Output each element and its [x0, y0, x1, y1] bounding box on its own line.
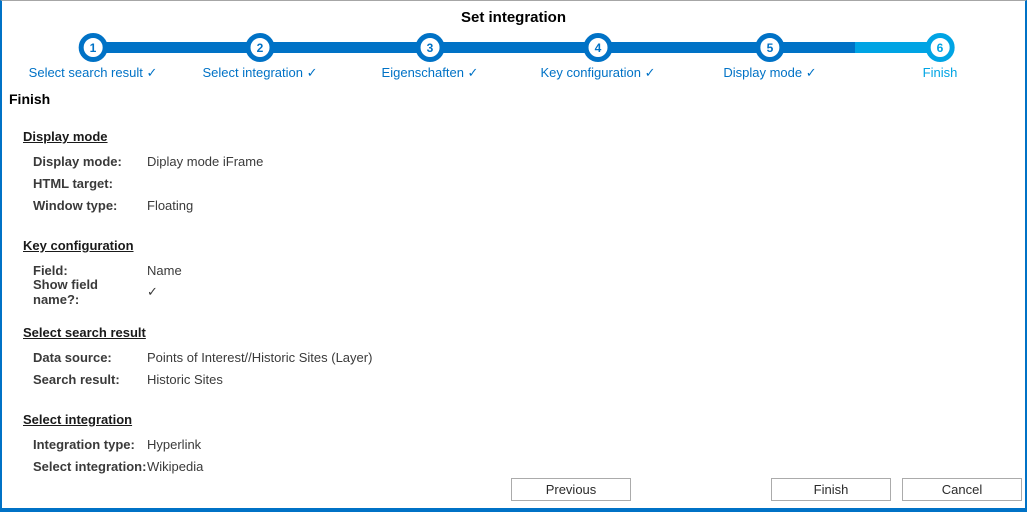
summary-row: Window type: Floating	[33, 194, 1025, 216]
summary-row: Display mode: Diplay mode iFrame	[33, 150, 1025, 172]
step-circle-1[interactable]: 1	[78, 33, 108, 62]
summary-row: Data source: Points of Interest//Historic…	[33, 346, 1025, 368]
step-circle-4[interactable]: 4	[583, 33, 613, 62]
finish-button[interactable]: Finish	[771, 478, 891, 501]
row-label: Field:	[33, 262, 68, 278]
cancel-button[interactable]: Cancel	[902, 478, 1022, 501]
section-title: Display mode	[23, 129, 108, 144]
summary-row: HTML target:	[33, 172, 1025, 194]
stepper-track-completed	[93, 42, 855, 53]
row-value: Name	[147, 262, 182, 278]
summary-row: Show field name?: ✓	[33, 277, 1025, 307]
step-label-1: Select search result ✓	[28, 65, 158, 80]
step-label-4: Key configuration ✓	[540, 65, 656, 80]
stepper-track-remaining	[855, 42, 940, 53]
step-circle-2[interactable]: 2	[245, 33, 275, 62]
step-label-6: Finish	[922, 65, 958, 80]
row-value: Diplay mode iFrame	[147, 153, 264, 169]
row-value: Hyperlink	[147, 436, 202, 452]
page-heading: Finish	[9, 91, 51, 107]
section-title: Key configuration	[23, 238, 134, 253]
summary-row: Search result: Historic Sites	[33, 368, 1025, 390]
summary-row: Field: Name	[33, 259, 1025, 281]
section-title: Select integration	[23, 412, 133, 427]
step-label-3: Eigenschaften ✓	[381, 65, 479, 80]
row-label: Integration type:	[33, 436, 135, 452]
step-circle-3[interactable]: 3	[415, 33, 445, 62]
row-label: Data source:	[33, 349, 112, 365]
section-rows: Data source: Points of Interest//Historic…	[23, 346, 1025, 390]
step-label-5: Display mode ✓	[723, 65, 817, 80]
row-label: Search result:	[33, 371, 120, 387]
step-circle-5[interactable]: 5	[755, 33, 785, 62]
wizard-title: Set integration	[460, 9, 566, 26]
row-value: Floating	[147, 197, 194, 213]
row-value: ✓	[147, 284, 158, 299]
step-circle-6[interactable]: 6	[925, 33, 955, 62]
row-label: Display mode:	[33, 153, 122, 169]
summary-row: Integration type: Hyperlink	[33, 433, 1025, 455]
section-title: Select search result	[23, 325, 146, 340]
summary-row: Select integration:Wikipedia	[33, 455, 1025, 477]
row-value: Historic Sites	[147, 371, 223, 387]
row-value: Wikipedia	[147, 458, 204, 474]
previous-button[interactable]: Previous	[511, 478, 631, 501]
row-label: Select integration:	[33, 458, 147, 474]
row-label: HTML target:	[33, 175, 113, 191]
row-label: Show field name?:	[33, 277, 98, 307]
step-label-2: Select integration ✓	[202, 65, 318, 80]
row-value: Points of Interest//Historic Sites (Laye…	[147, 349, 373, 365]
row-label: Window type:	[33, 197, 118, 213]
